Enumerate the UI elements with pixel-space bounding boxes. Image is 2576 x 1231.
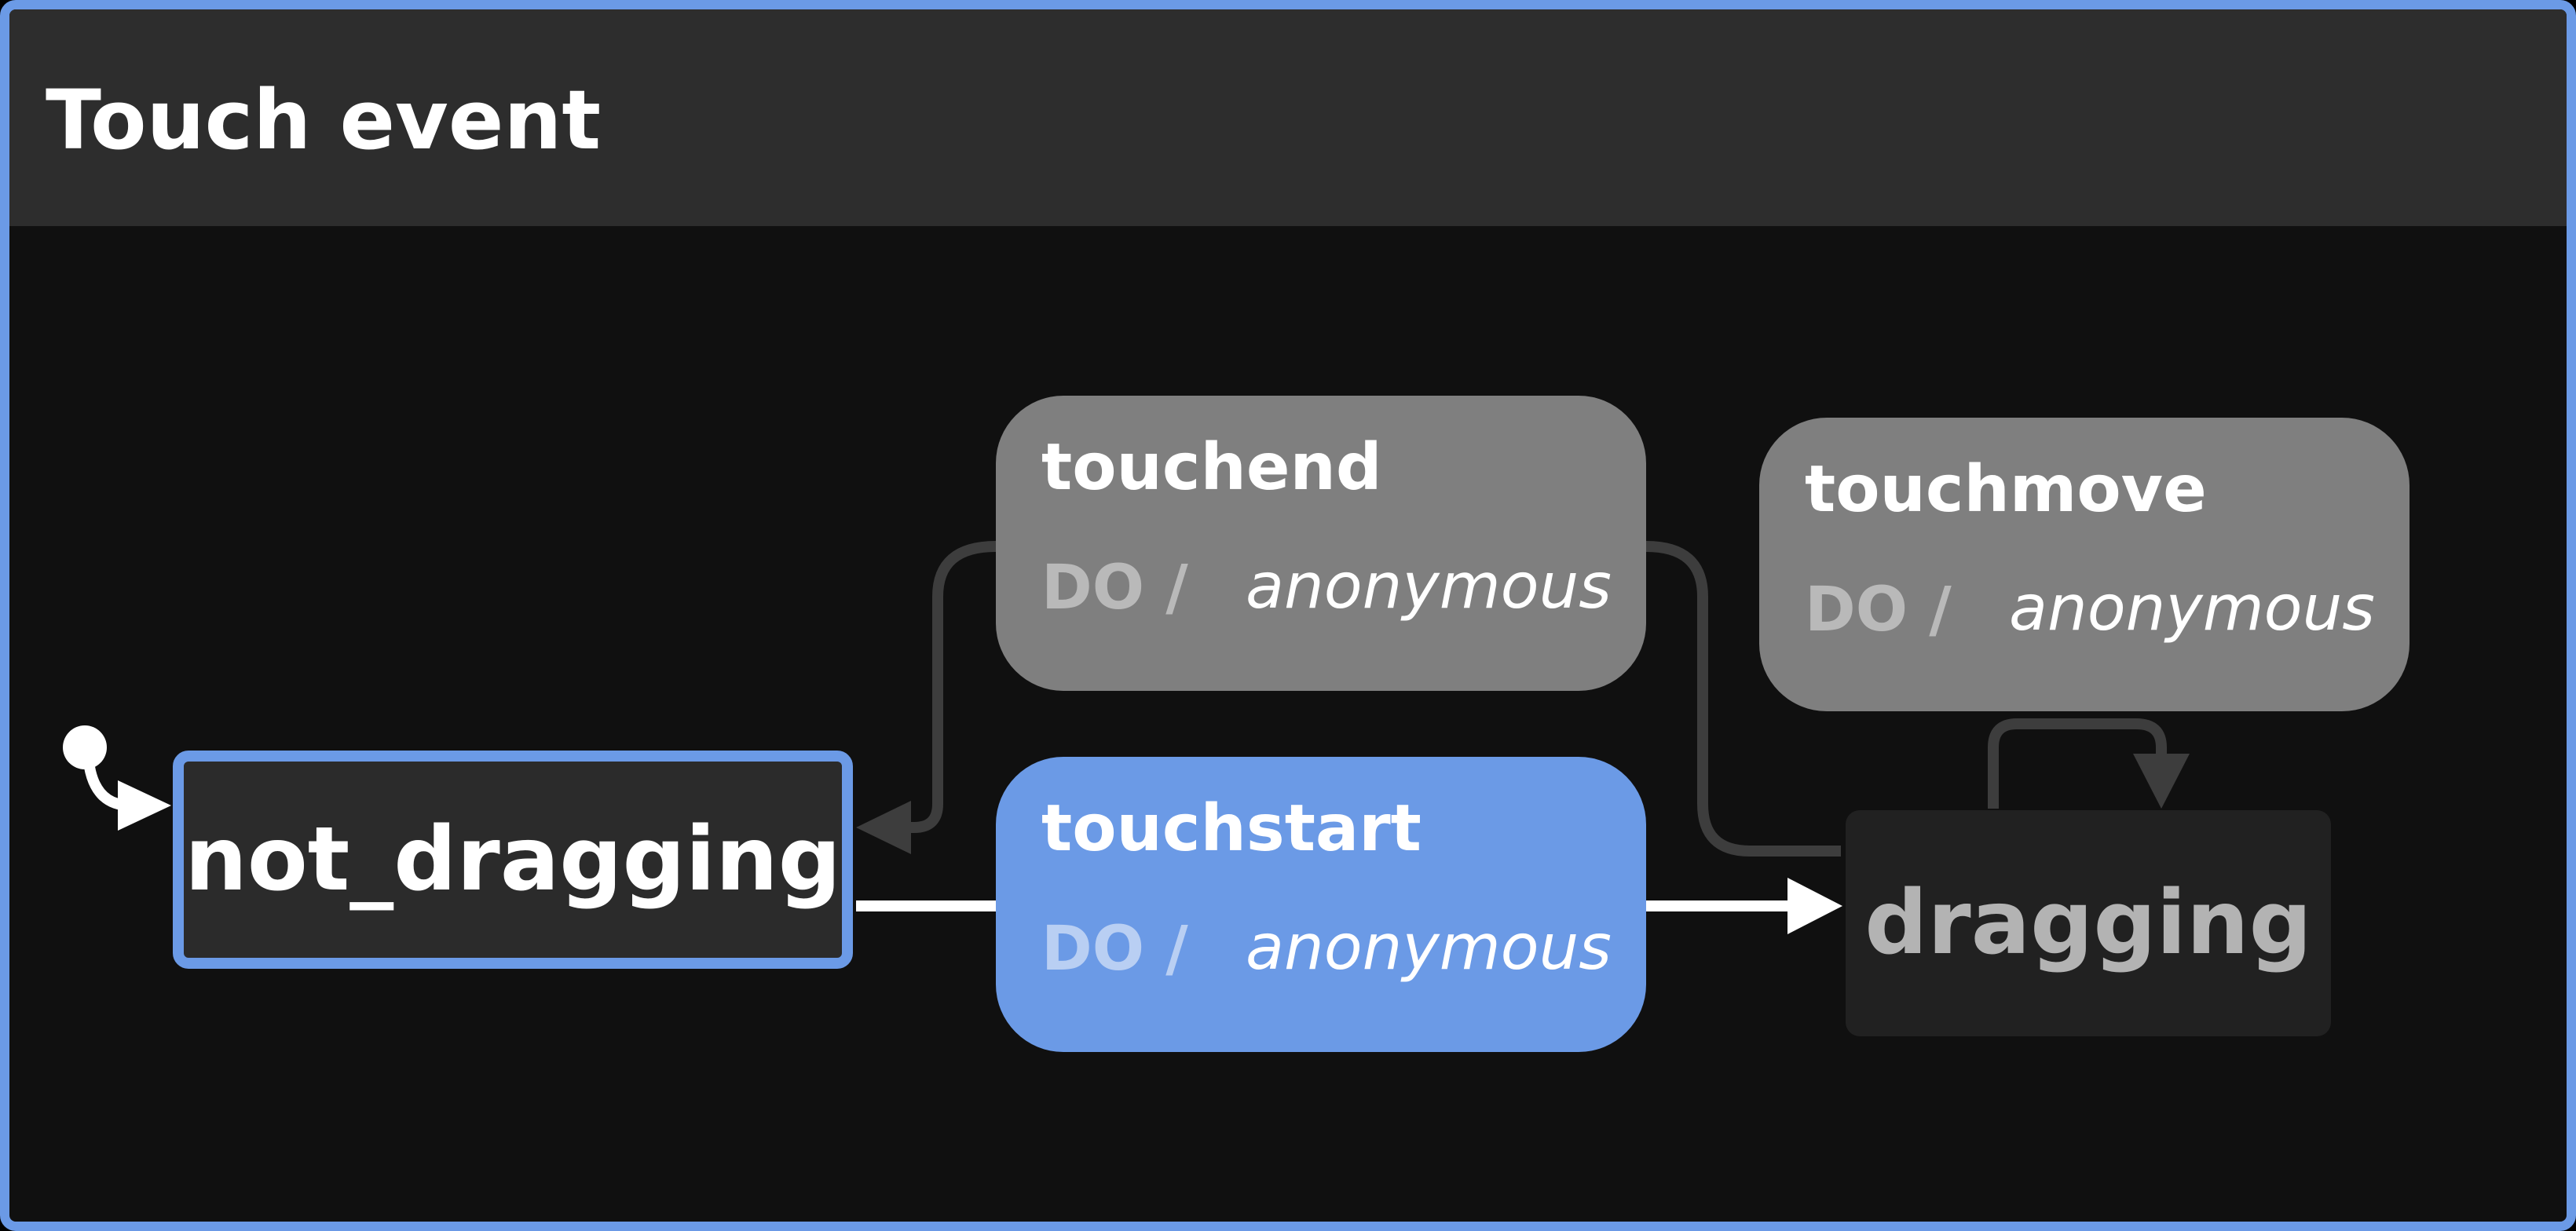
state-not-dragging[interactable]: not_dragging xyxy=(173,751,853,969)
touchmove-self-loop-line xyxy=(1988,718,2167,809)
initial-state-dot xyxy=(63,725,107,769)
state-dragging[interactable]: dragging xyxy=(1846,810,2331,1036)
initial-transition-arrowhead xyxy=(118,780,171,831)
event-touchstart-name: touchstart xyxy=(1041,791,1422,866)
event-touchend-do-label: DO / xyxy=(1041,553,1188,623)
event-touchend[interactable]: touchend DO / anonymous xyxy=(996,396,1646,691)
event-touchmove[interactable]: touchmove DO / anonymous xyxy=(1759,418,2410,711)
event-touchend-action: anonymous xyxy=(1246,550,1612,623)
touchend-transition-in-line xyxy=(903,541,997,833)
state-dragging-label: dragging xyxy=(1864,872,2312,974)
event-touchstart-do-label: DO / xyxy=(1041,914,1188,984)
event-touchstart-action: anonymous xyxy=(1246,911,1612,984)
machine-header: Touch event xyxy=(9,9,2567,226)
event-touchmove-name: touchmove xyxy=(1805,452,2207,527)
event-touchmove-action: anonymous xyxy=(2009,572,2375,645)
event-touchstart[interactable]: touchstart DO / anonymous xyxy=(996,757,1646,1052)
touchend-arrowhead xyxy=(856,801,911,854)
touchstart-arrowhead xyxy=(1787,878,1842,934)
touchmove-arrowhead xyxy=(2133,754,2190,809)
event-touchend-name: touchend xyxy=(1041,430,1382,505)
machine-title: Touch event xyxy=(46,72,602,168)
touchend-transition-out-line xyxy=(1645,541,1841,857)
event-touchmove-do-label: DO / xyxy=(1805,575,1952,645)
state-not-dragging-label: not_dragging xyxy=(185,809,841,911)
